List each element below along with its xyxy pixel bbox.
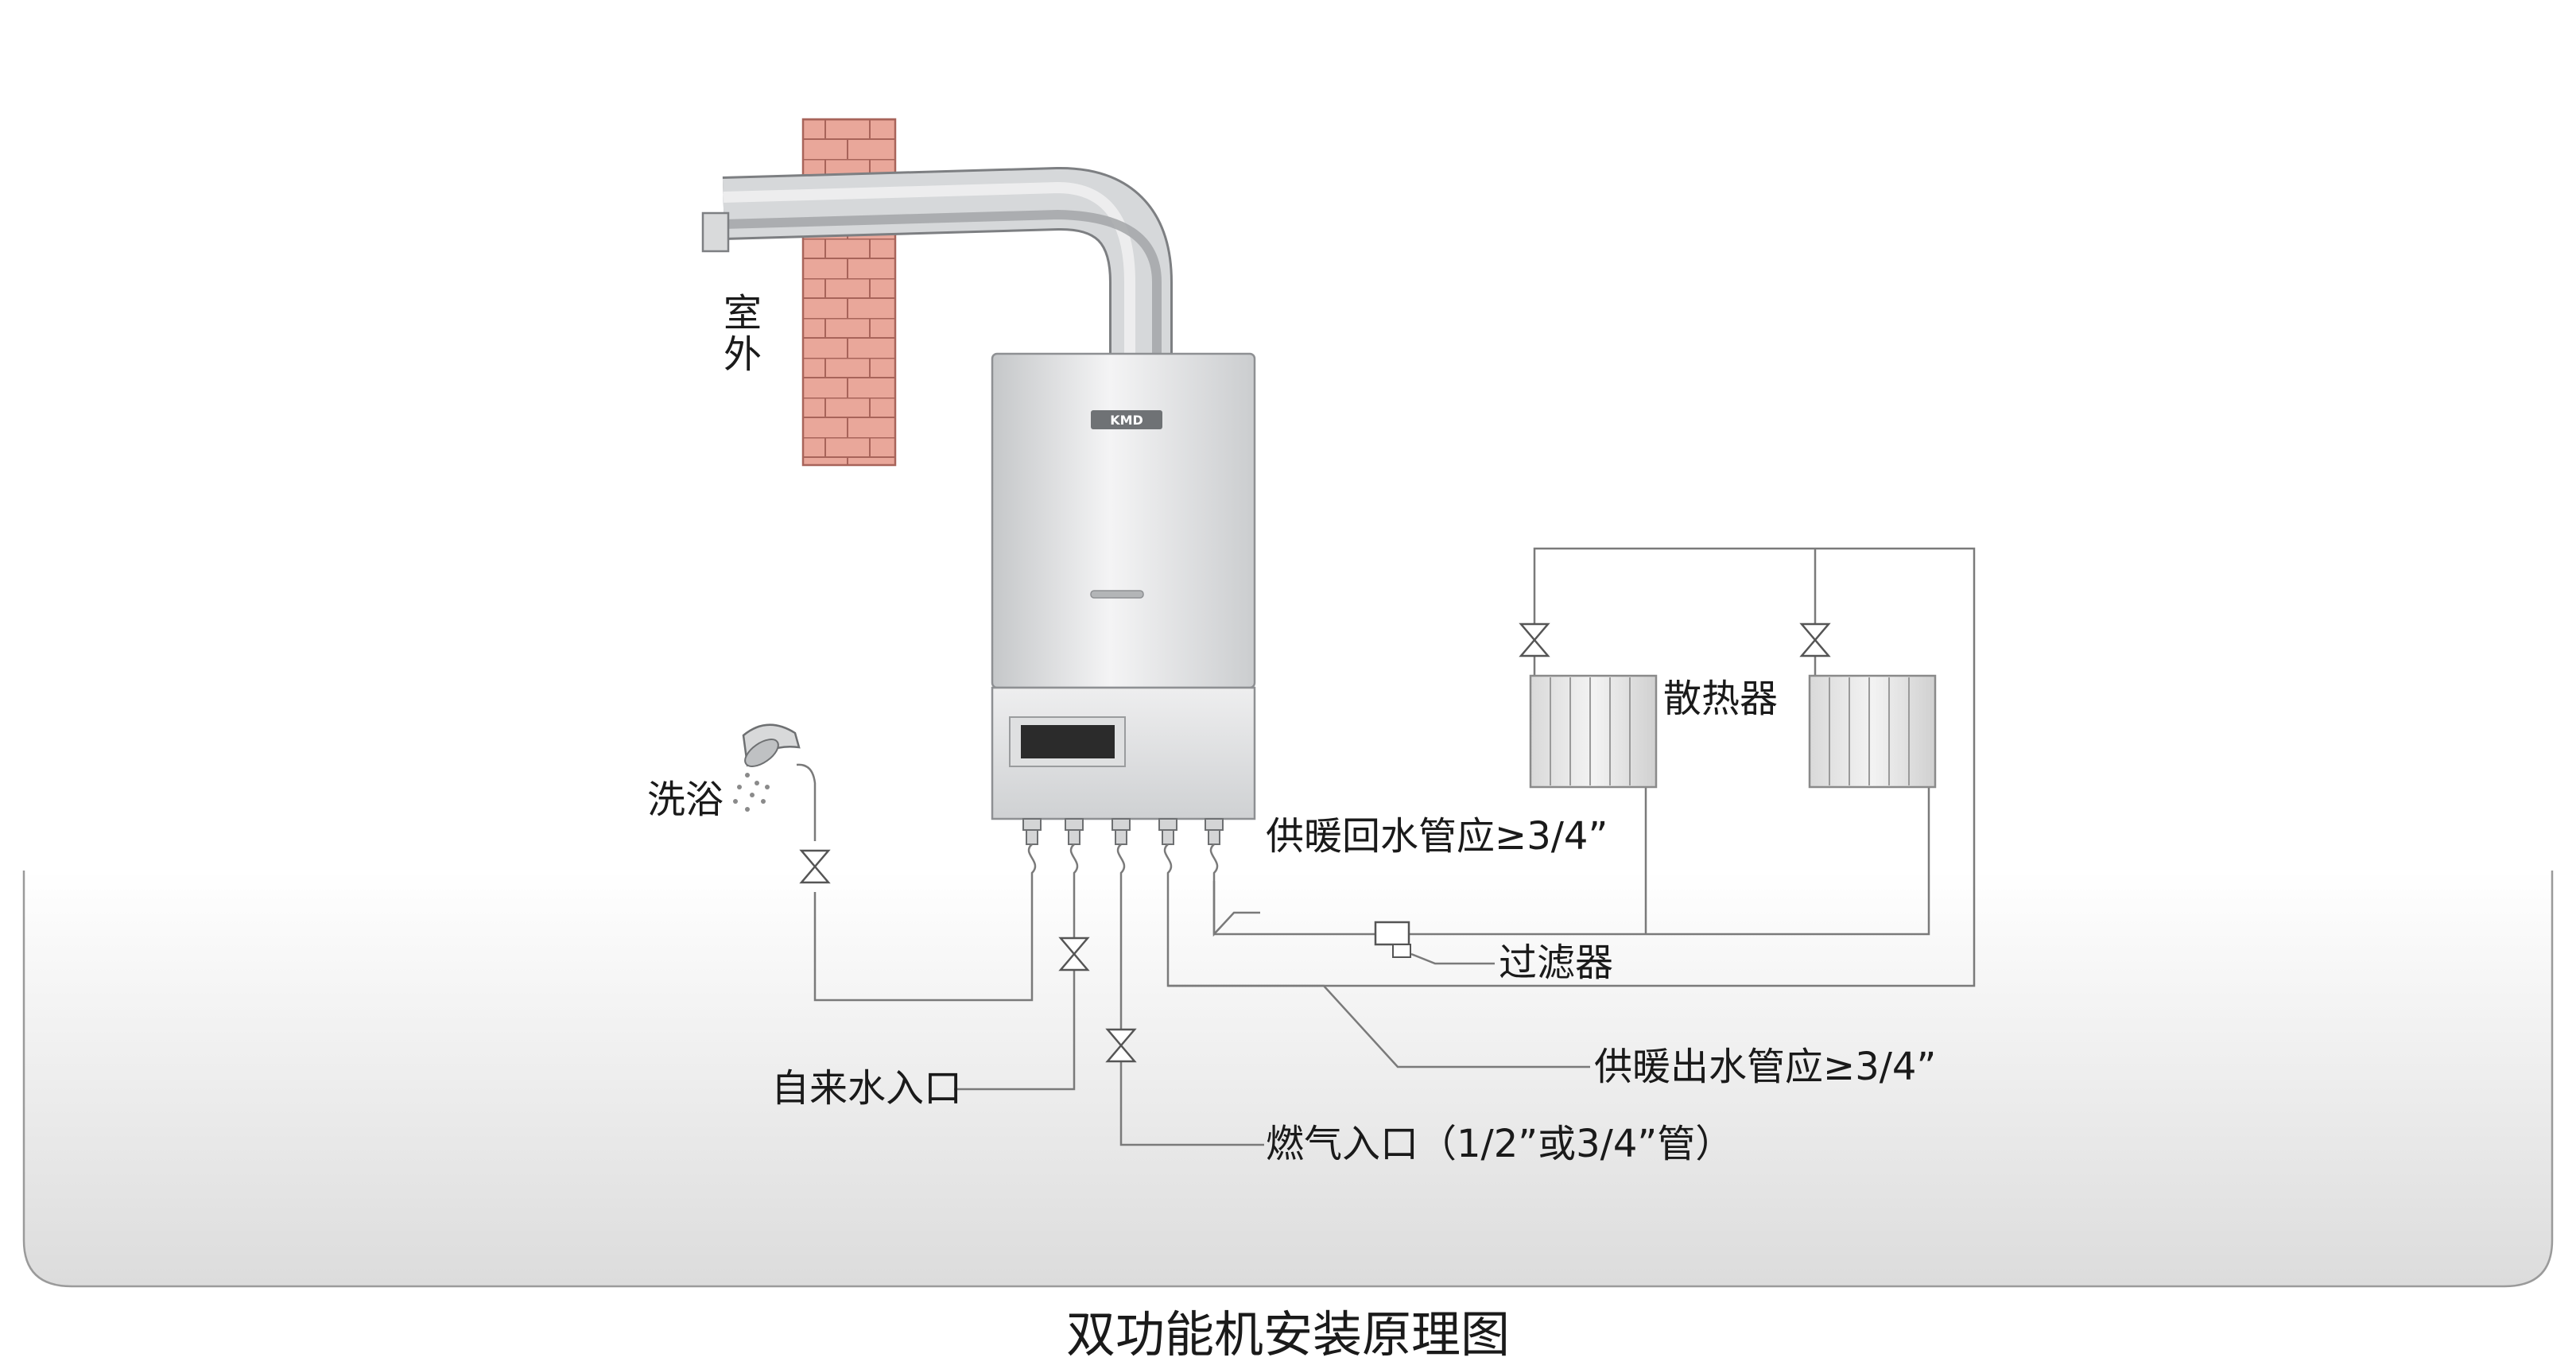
outdoor-label-line2: 外 [724,332,762,377]
radiator-left-icon [1529,674,1658,789]
brick-wall-icon [801,118,897,467]
shower-label: 洗浴 [647,778,724,822]
radiator-label: 散热器 [1663,677,1778,721]
shower-head-icon [733,723,801,812]
radiator-left-valve-icon [1519,622,1550,657]
gas-inlet-label: 燃气入口（1/2”或3/4”管） [1266,1122,1733,1166]
outdoor-label-line1: 室 [724,291,762,335]
filter-label: 过滤器 [1499,940,1613,985]
heating-supply-label: 供暖出水管应≥3/4” [1594,1045,1936,1089]
pipe-network [796,547,1976,1146]
diagram-caption: 双功能机安装原理图 [1066,1305,1510,1363]
tap-water-inlet-label: 自来水入口 [771,1066,962,1111]
floor-area [24,871,2552,1286]
shower-valve-icon [800,849,830,884]
radiator-right-icon [1808,674,1937,789]
filter-icon [1374,921,1411,958]
brand-logo: KMD [1110,413,1143,428]
radiator-right-valve-icon [1800,622,1830,657]
flue-pipe-icon [701,167,1173,354]
heating-return-label: 供暖回水管应≥3/4” [1266,814,1608,859]
boiler-icon: KMD [991,352,1256,845]
